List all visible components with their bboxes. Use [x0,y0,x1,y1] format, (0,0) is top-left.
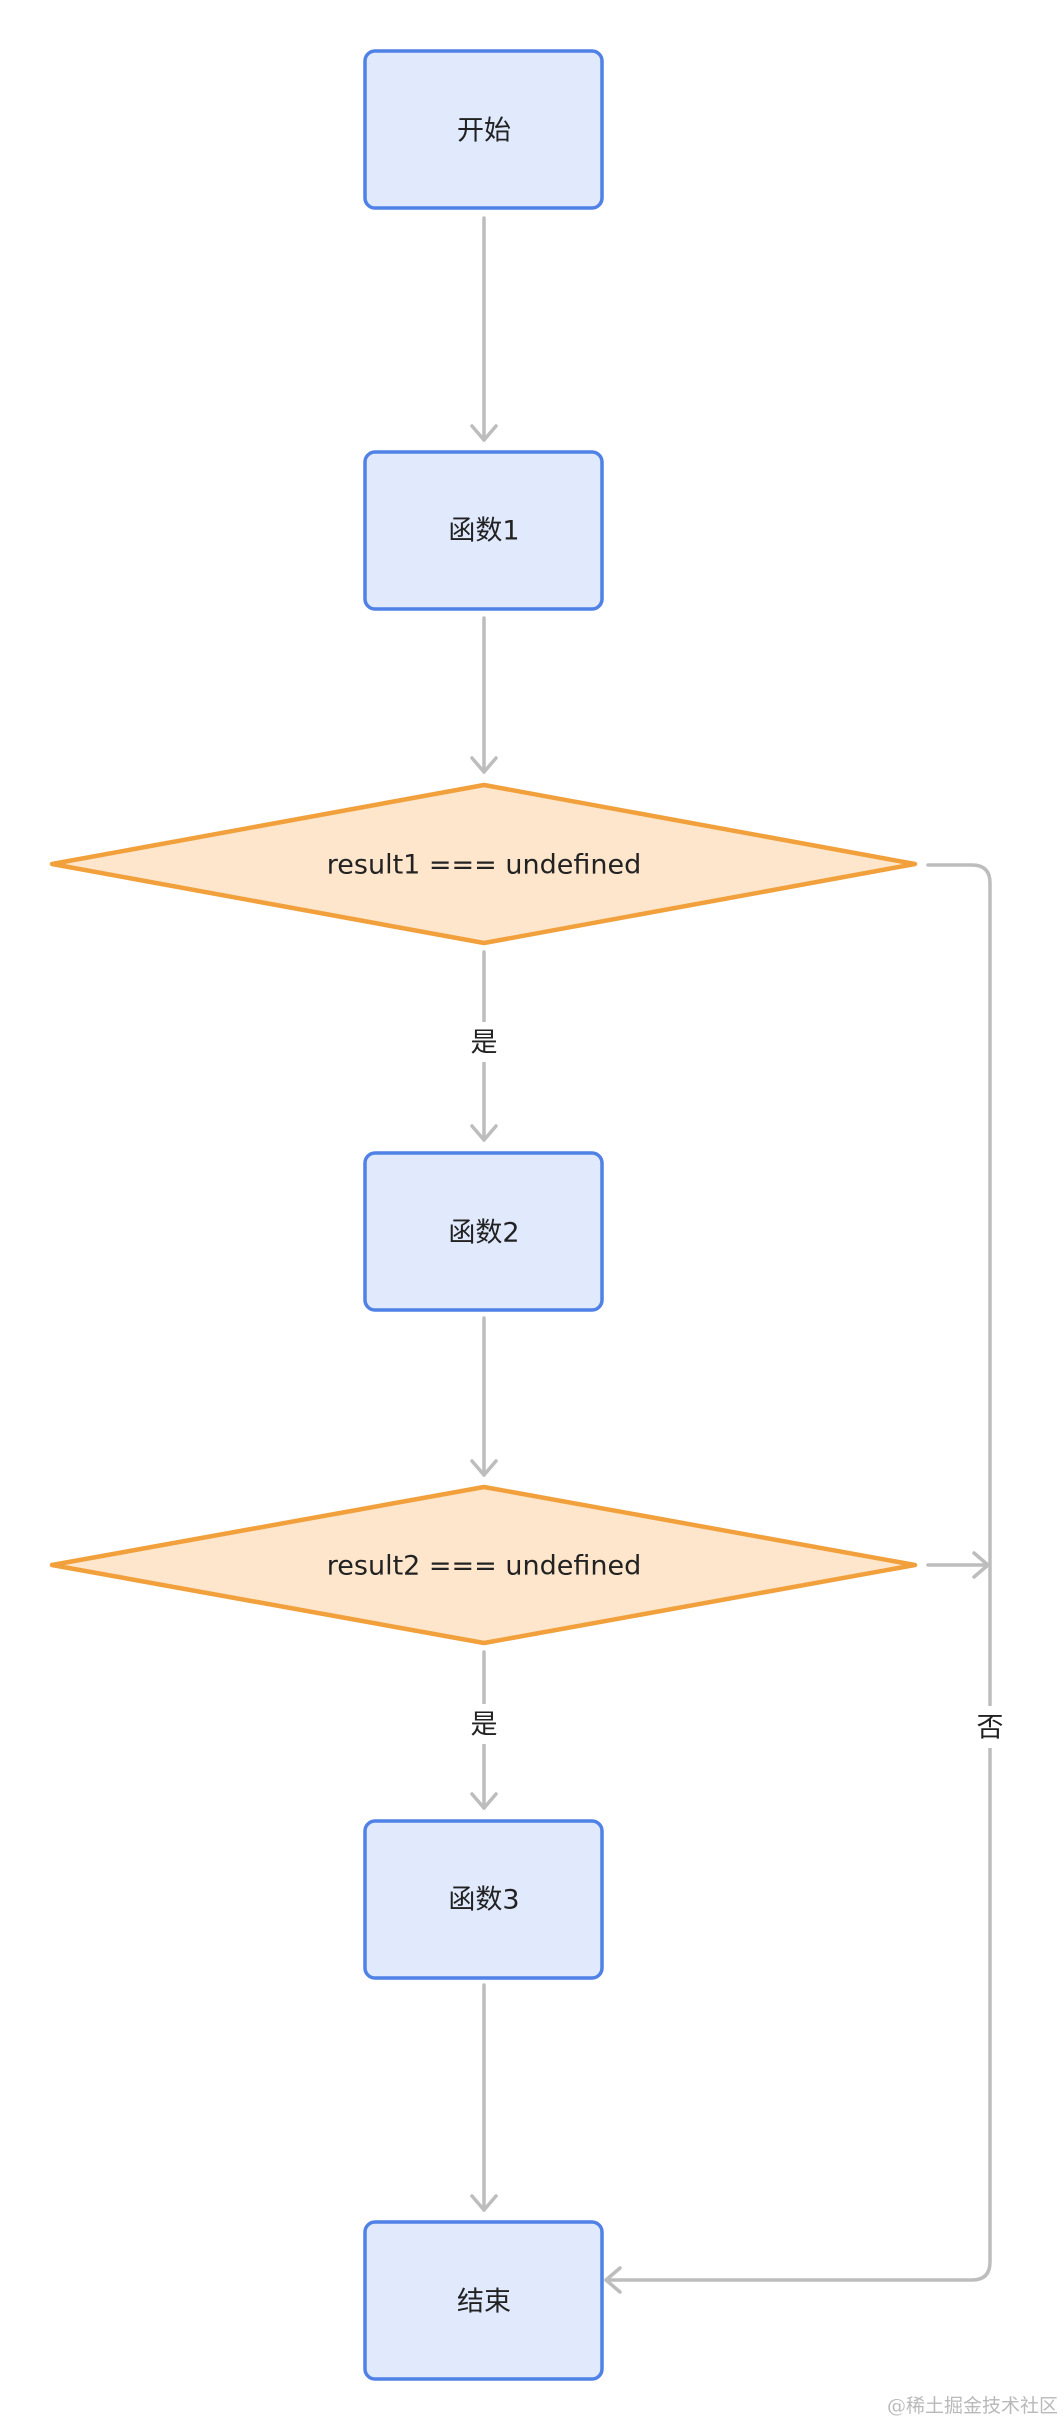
edge-start-to-func1 [470,216,498,442]
node-decision2-label: result2 === undefined [327,1551,641,1582]
edge-label-no-text: 否 [977,1713,1004,1744]
node-func3: 函数3 [363,1819,604,1980]
node-decision1: result1 === undefined [49,782,918,946]
edge-decision2-no-merge [926,1551,990,1579]
edge-func2-to-decision2 [470,1316,498,1477]
node-decision2: result2 === undefined [49,1484,918,1646]
node-decision1-label: result1 === undefined [327,850,641,881]
node-func2: 函数2 [363,1151,604,1312]
node-func1: 函数1 [363,450,604,611]
edge-label-decision2-yes: 是 [464,1704,504,1744]
edge-func1-to-decision1 [470,616,498,774]
edge-label-decision2-yes-text: 是 [471,1710,498,1741]
edge-func3-to-end [470,1983,498,2212]
node-func2-label: 函数2 [448,1218,519,1249]
node-end: 结束 [363,2220,604,2381]
node-start-label: 开始 [457,116,511,147]
edge-decision1-no-to-end [604,863,992,2294]
edge-label-decision1-yes: 是 [464,1022,504,1062]
edge-label-decision1-yes-text: 是 [471,1028,498,1059]
node-end-label: 结束 [457,2287,511,2318]
node-func3-label: 函数3 [448,1885,519,1916]
watermark: @稀土掘金技术社区 [887,2395,1058,2417]
node-start: 开始 [363,49,604,210]
edge-label-no: 否 [970,1706,1010,1748]
node-func1-label: 函数1 [448,516,519,547]
